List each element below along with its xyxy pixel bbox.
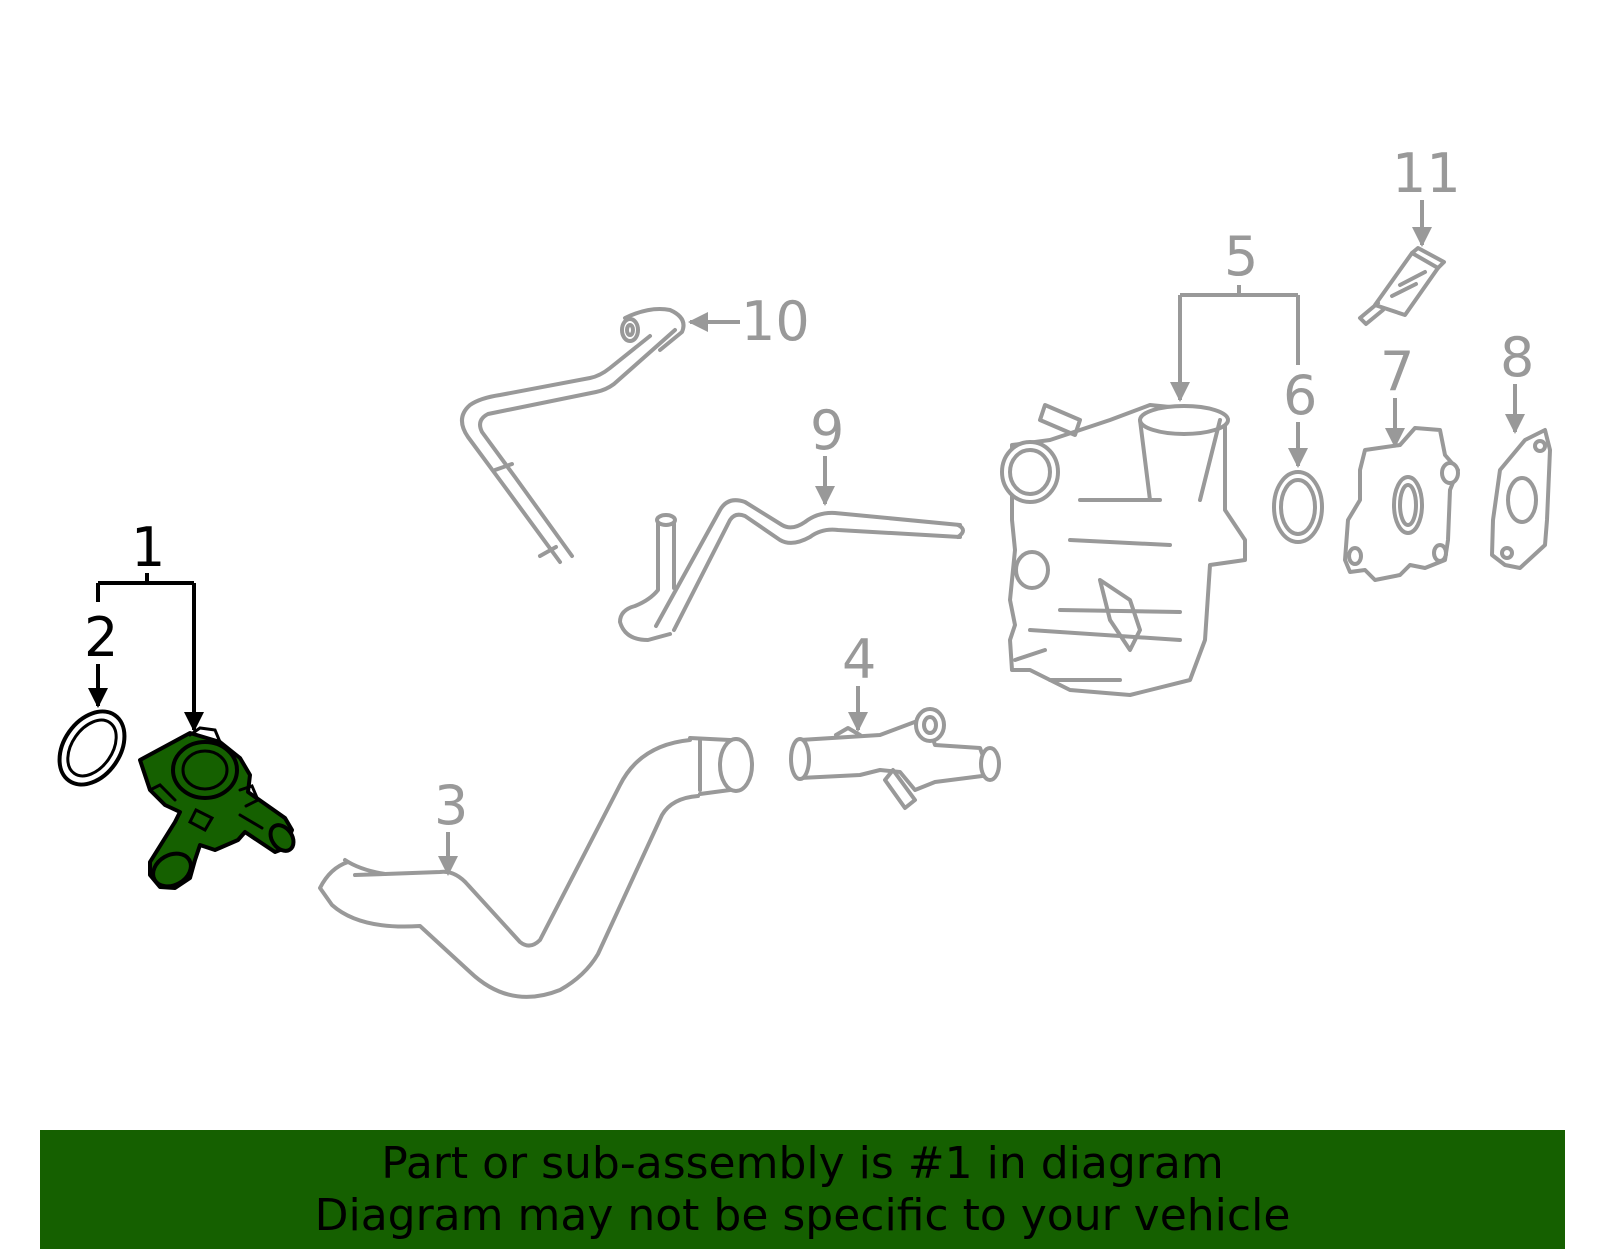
callout-6: 6 — [1283, 364, 1317, 427]
callout-10: 10 — [741, 290, 810, 353]
callout-11: 11 — [1392, 142, 1461, 205]
callout-11-leader: 11 — [1392, 142, 1461, 247]
callout-8: 8 — [1500, 326, 1534, 389]
callout-6-leader: 6 — [1283, 364, 1317, 468]
callout-5-bracket: 5 — [1170, 225, 1300, 402]
callout-2: 2 — [84, 606, 118, 669]
callout-2-leader: 2 — [84, 606, 118, 708]
part-11-sensor[interactable] — [1358, 246, 1446, 326]
callout-7-leader: 7 — [1380, 340, 1414, 448]
part-5-thermostat-housing[interactable] — [1000, 403, 1247, 697]
info-banner: Part or sub-assembly is #1 in diagram Di… — [40, 1130, 1565, 1249]
callout-9: 9 — [810, 399, 844, 462]
callout-3-leader: 3 — [434, 774, 468, 876]
part-9-hose[interactable] — [618, 498, 965, 642]
part-7-flange[interactable] — [1343, 426, 1460, 582]
callout-7: 7 — [1380, 340, 1414, 403]
callout-4: 4 — [842, 628, 876, 691]
banner-line-2: Diagram may not be specific to your vehi… — [314, 1190, 1291, 1241]
part-2-seal[interactable] — [46, 699, 138, 797]
callout-1-bracket: 1 — [96, 516, 204, 732]
part-1-water-outlet-highlighted[interactable] — [138, 726, 298, 893]
callout-5: 5 — [1224, 225, 1258, 288]
callout-10-leader: 10 — [688, 290, 810, 353]
callout-3: 3 — [434, 774, 468, 837]
callout-4-leader: 4 — [842, 628, 876, 732]
callout-1: 1 — [131, 516, 165, 579]
part-8-gasket[interactable] — [1490, 428, 1552, 570]
callout-9-leader: 9 — [810, 399, 844, 506]
part-4-fitting[interactable] — [789, 707, 1001, 810]
banner-line-1: Part or sub-assembly is #1 in diagram — [381, 1138, 1224, 1189]
part-10-hose[interactable] — [460, 307, 686, 564]
part-6-o-ring[interactable] — [1272, 470, 1324, 544]
callout-8-leader: 8 — [1500, 326, 1534, 434]
part-3-hose[interactable] — [318, 736, 754, 999]
